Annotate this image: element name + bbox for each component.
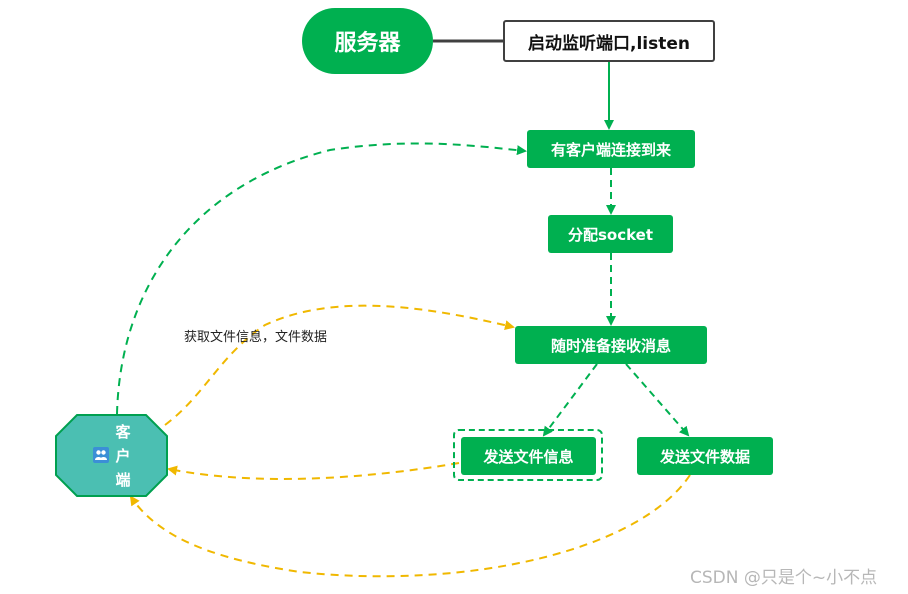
alloc-socket-label: 分配socket [567,225,654,244]
watermark: CSDN @只是个~小不点 [690,568,878,588]
client-label-char-1: 客 [115,423,131,441]
client-label-char-3: 端 [115,471,131,489]
ready-receive-node: 随时准备接收消息 [515,326,707,364]
selection-frame [453,429,603,481]
client-label-char-2: 户 [115,447,131,465]
users-icon [93,447,109,463]
client-node [55,414,168,497]
alloc-socket-node: 分配socket [548,215,673,253]
edge-client-ready [164,304,515,426]
client-arrive-node: 有客户端连接到来 [527,130,695,168]
listen-node: 启动监听端口,listen [503,20,715,62]
send-file-data-node: 发送文件数据 [637,437,773,475]
send-file-data-label: 发送文件数据 [659,447,750,466]
edge-ready-senddata [625,363,690,437]
edge-label-get-file-info: 获取文件信息，文件数据 [184,330,328,345]
send-file-info-node[interactable]: 发送文件信息 [461,437,596,475]
client-arrive-label: 有客户端连接到来 [550,140,671,159]
edge-sendinfo-client [167,462,460,480]
edge-ready-sendinfo [542,363,598,437]
ready-receive-label: 随时准备接收消息 [550,336,671,355]
send-file-info-label: 发送文件信息 [483,447,574,466]
server-label: 服务器 [334,31,401,56]
listen-label: 启动监听端口,listen [528,33,690,54]
edge-senddata-client [129,474,691,578]
server-node: 服务器 [302,8,433,74]
edge-client-arrive [116,142,527,415]
client-label: 客 户 端 [110,420,136,492]
